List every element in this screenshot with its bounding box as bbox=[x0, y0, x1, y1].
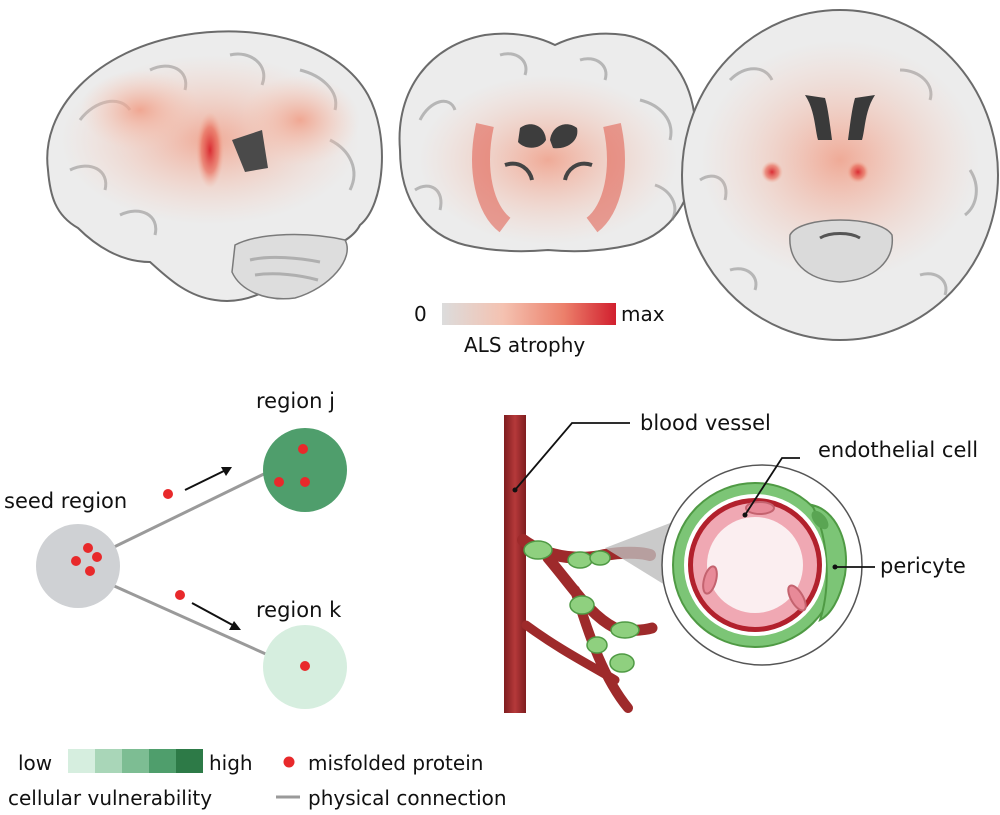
vulnerability-swatch-4 bbox=[149, 749, 176, 773]
traveling-protein-dot bbox=[175, 590, 185, 600]
protein-dot bbox=[298, 444, 308, 454]
brain-sagittal-slice bbox=[46, 30, 383, 302]
atrophy-colorbar: 0 max ALS atrophy bbox=[414, 302, 665, 357]
vulnerability-swatch-3 bbox=[122, 749, 149, 773]
spread-arrow-k bbox=[191, 602, 239, 629]
pericyte-label: pericyte bbox=[880, 554, 966, 578]
vulnerability-swatch-1 bbox=[68, 749, 95, 773]
region-j-label: region j bbox=[256, 389, 335, 413]
spread-arrow-j bbox=[184, 467, 231, 491]
colorbar-max-label: max bbox=[621, 302, 665, 326]
legend-connection-label: physical connection bbox=[308, 786, 507, 810]
protein-dot bbox=[274, 477, 284, 487]
arrowhead bbox=[229, 621, 241, 630]
legend: low high cellular vulnerability misfolde… bbox=[8, 749, 507, 810]
protein-dot bbox=[71, 556, 81, 566]
pericyte-cluster bbox=[523, 540, 640, 673]
spreading-network: seed region region j region k bbox=[4, 389, 347, 709]
brain-axial-slice bbox=[681, 9, 999, 341]
vulnerability-swatch-2 bbox=[95, 749, 122, 773]
seed-region-label: seed region bbox=[4, 489, 127, 513]
protein-dot bbox=[300, 661, 310, 671]
region-j-node bbox=[263, 428, 347, 512]
blood-vessel-illustration: blood vessel endothelial cell pericyte bbox=[504, 411, 978, 713]
arrowhead bbox=[221, 467, 232, 476]
seed-region-node bbox=[36, 524, 120, 608]
connection-seed-j bbox=[111, 470, 269, 550]
brain-coronal-slice bbox=[398, 32, 697, 253]
vessel-trunk bbox=[504, 415, 526, 713]
leader-endothelial bbox=[744, 457, 800, 516]
traveling-protein-dot bbox=[163, 489, 173, 499]
vulnerability-swatch-5 bbox=[176, 749, 203, 773]
protein-dot bbox=[92, 552, 102, 562]
region-k-label: region k bbox=[256, 598, 342, 622]
legend-low-label: low bbox=[18, 751, 52, 775]
legend-protein-label: misfolded protein bbox=[308, 751, 483, 775]
colorbar-min-label: 0 bbox=[414, 302, 427, 326]
vessel-lumen bbox=[707, 517, 803, 613]
leader-blood-vessel bbox=[514, 422, 630, 491]
legend-protein-marker bbox=[283, 756, 295, 768]
endothelial-cell-label: endothelial cell bbox=[818, 438, 978, 462]
connection-seed-k bbox=[111, 583, 269, 657]
colorbar-title: ALS atrophy bbox=[464, 333, 585, 357]
blood-vessel-label: blood vessel bbox=[640, 411, 771, 435]
protein-dot bbox=[83, 543, 93, 553]
legend-vulnerability-label: cellular vulnerability bbox=[8, 786, 212, 810]
protein-dot bbox=[85, 566, 95, 576]
legend-high-label: high bbox=[209, 751, 253, 775]
protein-dot bbox=[300, 477, 310, 487]
